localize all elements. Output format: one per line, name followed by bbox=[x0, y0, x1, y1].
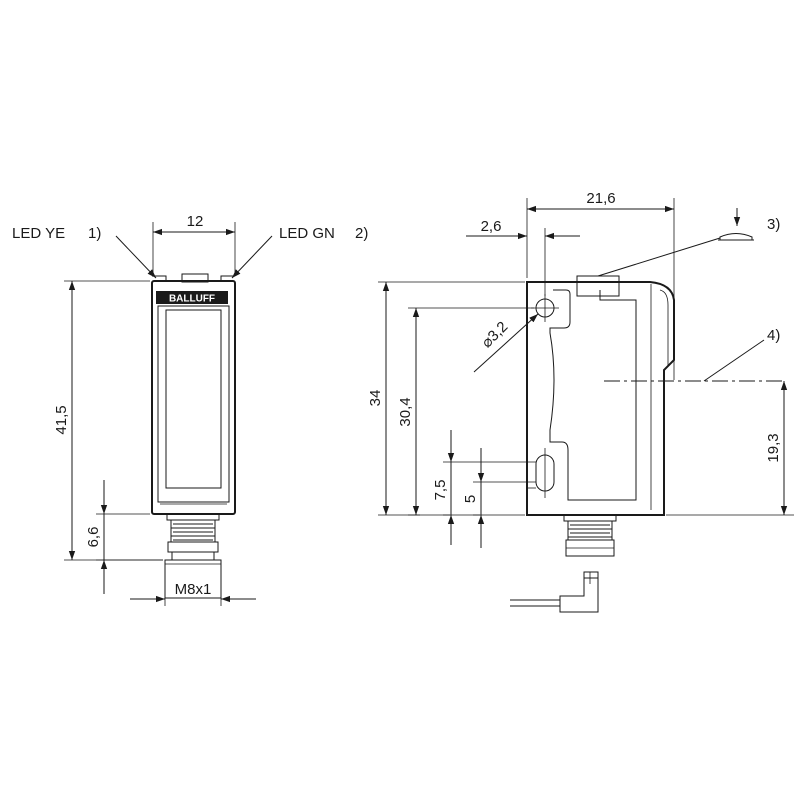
led-ye-leader bbox=[115, 235, 157, 279]
led-gn-label: LED GN bbox=[279, 225, 335, 242]
front-face-frame bbox=[157, 305, 230, 503]
note-4-leader bbox=[703, 339, 765, 382]
dim-hole-spacing-label: 30,4 bbox=[397, 397, 414, 426]
brand-logo: BALLUFF bbox=[169, 294, 215, 305]
dim-slot-length-label: 7,5 bbox=[432, 480, 449, 501]
note-3-label: 3) bbox=[767, 216, 780, 233]
front-housing bbox=[151, 280, 236, 515]
front-lens-window bbox=[165, 309, 222, 489]
dim-side-height-label: 34 bbox=[367, 390, 384, 407]
dim-connector-length-label: 6,6 bbox=[85, 527, 102, 548]
dim-hole-diameter-label: ⌀3,2 bbox=[478, 318, 511, 351]
side-view: 4) 3) 21,6 2,6 34 30,4 ⌀3,2 bbox=[367, 190, 794, 613]
led-ye-window bbox=[152, 275, 167, 281]
led-gn-window bbox=[220, 275, 235, 281]
led-ye-label: LED YE bbox=[12, 225, 65, 242]
side-face-contour bbox=[549, 289, 637, 501]
brand-plate bbox=[156, 291, 228, 304]
dim-front-height-label: 41,5 bbox=[53, 405, 70, 434]
dim-slot-width-label: 5 bbox=[462, 495, 479, 503]
angled-cable-plug bbox=[510, 571, 599, 613]
front-view: BALLUFF 12 LED YE 1) LED GN 2) bbox=[12, 213, 368, 606]
note-4-label: 4) bbox=[767, 327, 780, 344]
led-ye-note: 1) bbox=[88, 225, 101, 242]
dim-hole-offset-label: 2,6 bbox=[481, 218, 502, 235]
dim-axis-height-label: 19,3 bbox=[765, 433, 782, 462]
hole-diameter-leader bbox=[473, 313, 539, 373]
side-top-cap bbox=[576, 275, 620, 297]
dim-thread-label: M8x1 bbox=[175, 581, 212, 598]
led-gn-leader bbox=[231, 235, 273, 279]
side-connector-thread bbox=[565, 520, 615, 557]
led-gn-note: 2) bbox=[355, 225, 368, 242]
dim-front-width-label: 12 bbox=[187, 213, 204, 230]
led-cap-detail bbox=[718, 208, 754, 241]
side-housing bbox=[526, 281, 675, 516]
connector-thread bbox=[164, 519, 222, 599]
dim-side-width-label: 21,6 bbox=[586, 190, 615, 207]
note-3-leader bbox=[597, 237, 721, 277]
front-top-cap bbox=[181, 273, 209, 283]
